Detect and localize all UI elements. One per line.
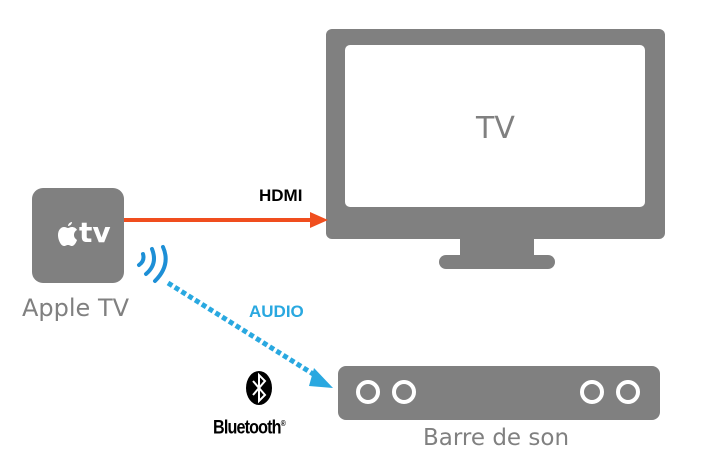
speaker-icon bbox=[580, 380, 604, 404]
audio-arrow bbox=[166, 280, 333, 388]
bluetooth-wordmark: Bluetooth bbox=[213, 417, 282, 439]
hdmi-label: HDMI bbox=[259, 186, 303, 205]
wireless-signal-icon bbox=[137, 245, 168, 283]
tv-label: TV bbox=[476, 111, 515, 146]
soundbar-label: Barre de son bbox=[423, 425, 570, 451]
tv-device bbox=[326, 29, 665, 269]
bluetooth-label: Bluetooth® bbox=[213, 413, 286, 439]
soundbar-device bbox=[338, 366, 660, 420]
speaker-icon bbox=[616, 380, 640, 404]
audio-label: AUDIO bbox=[249, 302, 304, 321]
apple-tv-box bbox=[32, 188, 124, 283]
bluetooth-icon bbox=[246, 371, 272, 405]
apple-tv-logo-text: tv bbox=[79, 216, 111, 249]
apple-logo-icon bbox=[58, 222, 77, 246]
tv-stand-base bbox=[439, 255, 555, 269]
apple-tv-label: Apple TV bbox=[22, 294, 130, 322]
registered-mark: ® bbox=[280, 419, 286, 428]
speaker-icon bbox=[356, 380, 380, 404]
tv-stand-neck bbox=[460, 236, 534, 258]
speaker-icon bbox=[392, 380, 416, 404]
hdmi-arrow bbox=[124, 212, 328, 228]
tv-screen bbox=[345, 45, 645, 207]
